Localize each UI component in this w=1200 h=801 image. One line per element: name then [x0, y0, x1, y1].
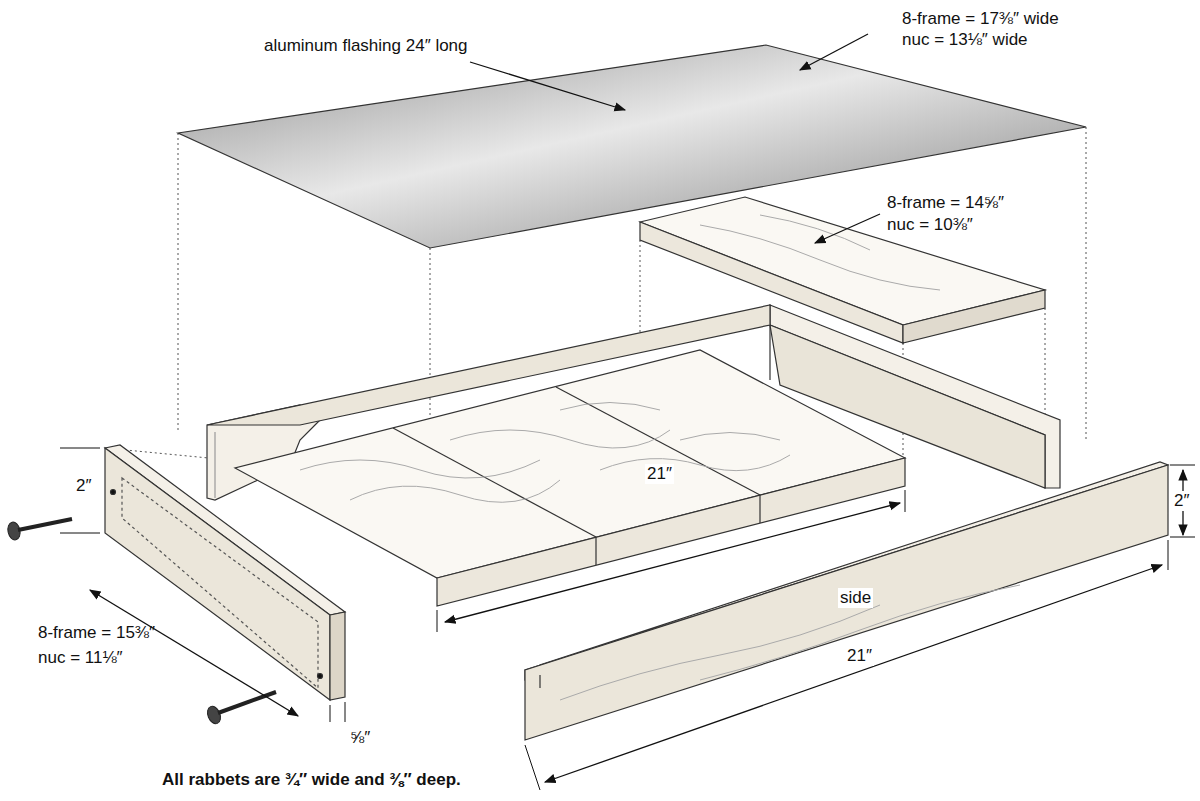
screws: [6, 519, 276, 726]
cleat-board: [640, 197, 1045, 343]
dimension-label: nuc = 11⅛″: [36, 648, 125, 668]
dimension-label: 21″: [845, 646, 874, 666]
note-text: All rabbets are ¾″ wide and ⅜″ deep.: [160, 770, 463, 790]
end-board: [105, 445, 345, 700]
part-label: side: [838, 588, 873, 608]
dimension-label: 8-frame = 14⅝″: [885, 193, 1006, 213]
dimension-label: nuc = 13⅛″ wide: [900, 30, 1030, 50]
dimension-label: ⅝″: [348, 728, 372, 748]
dimension-label: 21″: [645, 464, 674, 484]
dimension-label: 8-frame = 17⅜″ wide: [900, 9, 1061, 29]
dimension-lines: [60, 34, 1195, 790]
floor-boards: [235, 350, 905, 606]
dimension-label: 2″: [74, 476, 93, 496]
side-board: [525, 462, 1168, 740]
aluminum-flashing: [178, 45, 1086, 248]
dimension-label: 2″: [1172, 491, 1191, 511]
dimension-label: nuc = 10⅜″: [885, 215, 975, 235]
dimension-label: 8-frame = 15⅜″: [36, 623, 157, 643]
part-label: aluminum flashing 24″ long: [262, 36, 470, 56]
